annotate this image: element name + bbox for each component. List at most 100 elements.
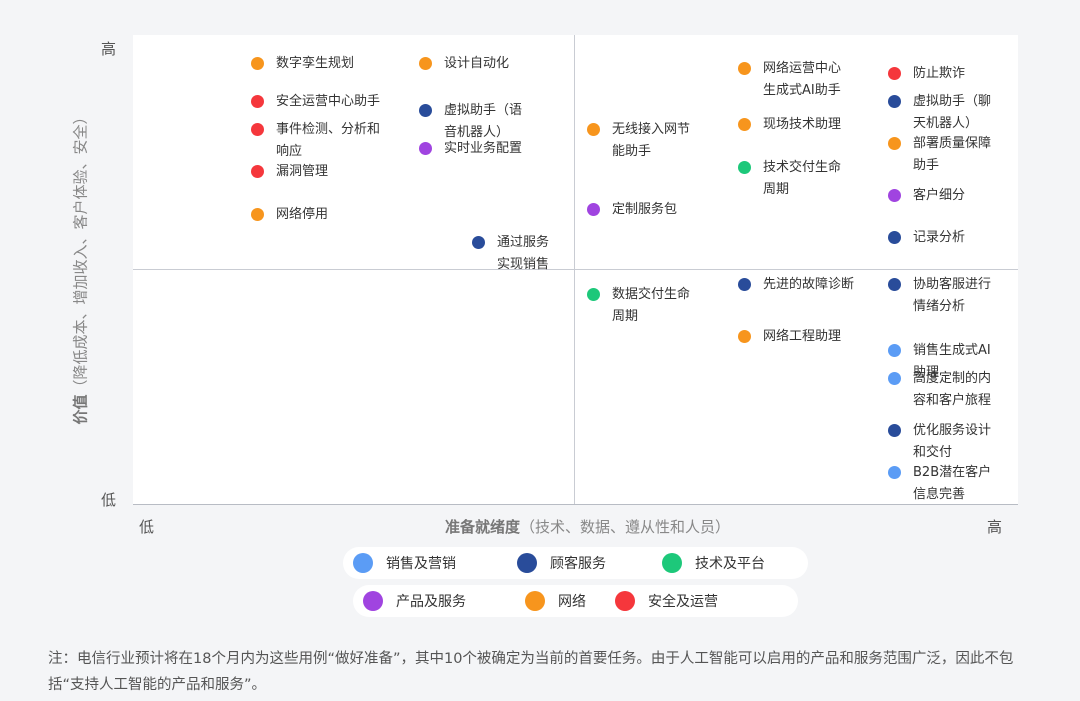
data-point-marker: [738, 278, 751, 291]
data-point-marker: [419, 57, 432, 70]
legend-item-tech: 技术及平台: [662, 553, 765, 573]
data-point-label: 实时业务配置: [444, 141, 523, 156]
data-point-marker: [251, 208, 264, 221]
data-point-marker: [888, 95, 901, 108]
data-point-marker: [888, 231, 901, 244]
data-point-marker: [472, 236, 485, 249]
data-point-marker: [888, 424, 901, 437]
data-point-marker: [888, 466, 901, 479]
data-point-marker: [738, 330, 751, 343]
data-point: 事件检测、分析和 响应: [251, 119, 380, 163]
horizontal-divider: [133, 269, 1018, 270]
legend-item-customer: 顾客服务: [517, 553, 606, 573]
data-point-marker: [738, 118, 751, 131]
x-axis-title: 准备就绪度（技术、数据、遵从性和人员）: [445, 516, 730, 537]
data-point-marker: [738, 62, 751, 75]
footnote: 注：电信行业预计将在18个月内为这些用例“做好准备”，其中10个被确定为当前的首…: [48, 651, 1014, 693]
data-point-label: 高度定制的内 容和客户旅程: [913, 371, 992, 408]
data-point-marker: [738, 161, 751, 174]
data-point: 客户细分: [888, 185, 965, 207]
data-point-marker: [888, 278, 901, 291]
data-point-label: 先进的故障诊断: [763, 277, 855, 292]
data-point: 实时业务配置: [419, 138, 522, 160]
data-point-marker: [587, 123, 600, 136]
y-axis-title: 价值（降低成本、增加收入、客户体验、安全）: [70, 109, 91, 424]
data-point-marker: [251, 123, 264, 136]
data-point-label: 通过服务 实现销售: [497, 235, 550, 272]
legend-item-product: 产品及服务: [363, 591, 466, 611]
data-point-label: B2B潜在客户 信息完善: [913, 465, 992, 502]
data-point-marker: [419, 104, 432, 117]
data-point-marker: [419, 142, 432, 155]
legend-swatch: [615, 591, 635, 611]
data-point: 安全运营中心助手: [251, 91, 380, 113]
data-point-label: 无线接入网节 能助手: [612, 122, 691, 159]
data-point-marker: [251, 165, 264, 178]
data-point: 数据交付生命 周期: [587, 284, 690, 328]
data-point-label: 协助客服进行 情绪分析: [913, 277, 992, 314]
data-point-label: 数字孪生规划: [276, 56, 355, 71]
data-point-label: 安全运营中心助手: [276, 94, 381, 109]
data-point: 销售生成式AI 助理: [888, 340, 991, 384]
legend-row-1: 销售及营销 顾客服务 技术及平台: [343, 547, 808, 579]
legend-swatch: [517, 553, 537, 573]
legend-swatch: [363, 591, 383, 611]
data-point-label: 漏洞管理: [276, 164, 329, 179]
data-point-label: 销售生成式AI 助理: [913, 343, 991, 380]
y-tick-high: 高: [101, 40, 117, 58]
legend-item-sales: 销售及营销: [353, 553, 456, 573]
legend-label: 网络: [558, 594, 586, 610]
data-point-marker: [251, 57, 264, 70]
legend-label: 销售及营销: [386, 556, 456, 572]
data-point: 无线接入网节 能助手: [587, 119, 690, 163]
data-point-label: 网络工程助理: [763, 329, 842, 344]
data-point: 虚拟助手（语 音机器人）: [419, 100, 522, 144]
data-point: 网络工程助理: [738, 326, 841, 348]
y-tick-low: 低: [101, 491, 117, 509]
vertical-divider: [574, 35, 575, 505]
legend-swatch: [525, 591, 545, 611]
x-axis-title-detail: （技术、数据、遵从性和人员）: [520, 518, 731, 536]
data-point-label: 网络运营中心 生成式AI助手: [763, 61, 842, 98]
data-point-marker: [888, 137, 901, 150]
legend-label: 顾客服务: [550, 556, 606, 572]
data-point: 网络运营中心 生成式AI助手: [738, 58, 841, 102]
data-point: 网络停用: [251, 204, 328, 226]
data-point-marker: [251, 95, 264, 108]
x-tick-low: 低: [139, 518, 155, 536]
data-point: 优化服务设计 和交付: [888, 420, 991, 464]
data-point-marker: [587, 203, 600, 216]
data-point-marker: [888, 189, 901, 202]
legend-swatch: [353, 553, 373, 573]
data-point: 防止欺诈: [888, 63, 965, 85]
data-point-label: 定制服务包: [612, 202, 678, 217]
data-point: B2B潜在客户 信息完善: [888, 462, 991, 506]
data-point-label: 优化服务设计 和交付: [913, 423, 992, 460]
data-point-label: 虚拟助手（语 音机器人）: [444, 103, 523, 140]
data-point: 设计自动化: [419, 53, 509, 75]
data-point-label: 数据交付生命 周期: [612, 287, 691, 324]
data-point: 部署质量保障 助手: [888, 133, 991, 177]
data-point: 虚拟助手（聊 天机器人）: [888, 91, 991, 135]
data-point-label: 设计自动化: [444, 56, 510, 71]
y-axis-title-detail: （降低成本、增加收入、客户体验、安全）: [71, 109, 90, 395]
data-point: 现场技术助理: [738, 114, 841, 136]
data-point-label: 部署质量保障 助手: [913, 136, 992, 173]
data-point: 技术交付生命 周期: [738, 157, 841, 201]
legend-label: 技术及平台: [695, 556, 765, 572]
quadrant-chart: 数字孪生规划 设计自动化安全运营中心助手事件检测、分析和 响应 虚拟助手（语 音机器…: [133, 35, 1018, 505]
x-axis-title-bold: 准备就绪度: [445, 518, 521, 536]
legend-item-security: 安全及运营: [615, 591, 718, 611]
x-axis-line: [133, 504, 1018, 505]
data-point-label: 防止欺诈: [913, 66, 966, 81]
data-point-marker: [587, 288, 600, 301]
data-point-marker: [888, 372, 901, 385]
data-point-label: 客户细分: [913, 188, 966, 203]
x-tick-high: 高: [987, 518, 1003, 536]
data-point-label: 事件检测、分析和 响应: [276, 122, 381, 159]
data-point: 协助客服进行 情绪分析: [888, 274, 991, 318]
legend-item-network: 网络: [525, 591, 586, 611]
data-point: 数字孪生规划: [251, 53, 354, 75]
data-point-marker: [888, 67, 901, 80]
data-point-label: 技术交付生命 周期: [763, 160, 842, 197]
